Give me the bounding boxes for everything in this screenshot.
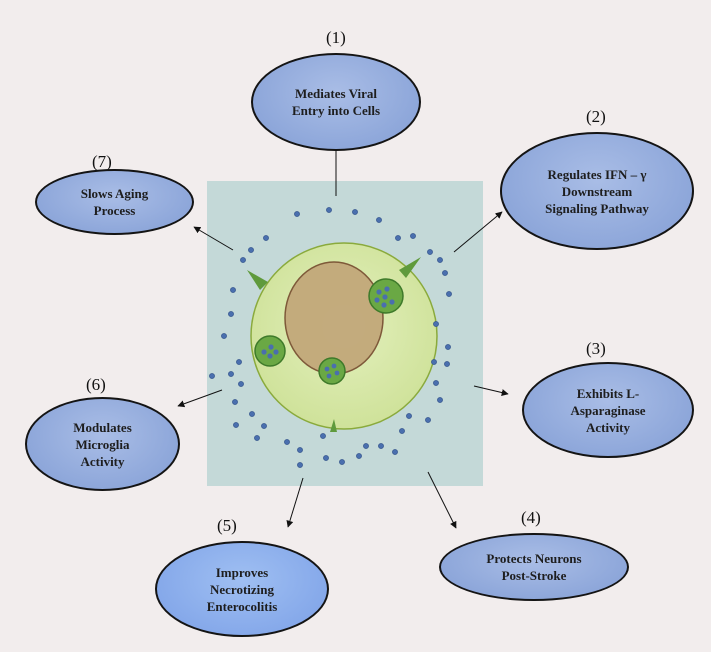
particle-dot <box>248 247 254 253</box>
particle-dot <box>445 344 451 350</box>
particle-dot <box>395 235 401 241</box>
particle-dot <box>352 209 358 215</box>
vesicle <box>254 335 286 367</box>
particle-dot <box>233 422 239 428</box>
particle-dot <box>284 439 290 445</box>
arrow-4 <box>427 471 457 529</box>
particle-dot <box>326 207 332 213</box>
particle-dot <box>376 217 382 223</box>
particle-dot <box>297 462 303 468</box>
particle-dot <box>323 455 329 461</box>
arrow-6 <box>177 389 223 408</box>
particle-dot <box>263 235 269 241</box>
label-number-6: (6) <box>86 375 106 394</box>
particle-dot <box>209 373 215 379</box>
effect-label-2: Regulates IFN – γ Downstream Signaling P… <box>545 166 649 216</box>
arrow-2 <box>453 211 503 253</box>
particle-dot <box>294 211 300 217</box>
particle-dot <box>232 399 238 405</box>
particle-dot <box>444 361 450 367</box>
effect-bubble-4: Protects Neurons Post-Stroke <box>439 533 629 601</box>
effect-label-4: Protects Neurons Post-Stroke <box>486 551 582 583</box>
effect-label-6: Modulates Microglia Activity <box>73 419 132 469</box>
effect-label-5: Improves Necrotizing Enterocolitis <box>206 564 278 614</box>
particle-dot <box>261 423 267 429</box>
particle-dot <box>339 459 345 465</box>
effect-bubble-6: Modulates Microglia Activity <box>25 397 180 491</box>
effect-bubble-2: Regulates IFN – γ Downstream Signaling P… <box>500 132 694 250</box>
particle-dot <box>238 381 244 387</box>
effect-bubble-1: Mediates Viral Entry into Cells <box>251 53 421 151</box>
particle-dot <box>425 417 431 423</box>
effect-label-7: Slows Aging Process <box>80 186 149 218</box>
arrow-7 <box>193 226 234 251</box>
particle-dot <box>406 413 412 419</box>
particle-dot <box>249 411 255 417</box>
label-number-4: (4) <box>521 508 541 527</box>
effect-label-1: Mediates Viral Entry into Cells <box>291 86 381 118</box>
particle-dot <box>431 359 437 365</box>
effect-bubble-5: Improves Necrotizing Enterocolitis <box>155 541 329 637</box>
particle-dot <box>437 397 443 403</box>
nucleus <box>284 261 384 375</box>
particle-dot <box>378 443 384 449</box>
label-number-1: (1) <box>326 28 346 47</box>
particle-dot <box>437 257 443 263</box>
effect-label-3: Exhibits L-Asparaginase Activity <box>570 385 646 435</box>
particle-dot <box>230 287 236 293</box>
particle-dot <box>392 449 398 455</box>
particle-dot <box>254 435 260 441</box>
particle-dot <box>297 447 303 453</box>
particle-dot <box>228 371 234 377</box>
label-number-5: (5) <box>217 516 237 535</box>
particle-dot <box>442 270 448 276</box>
particle-dot <box>399 428 405 434</box>
particle-dot <box>240 257 246 263</box>
membrane-spike <box>399 257 421 278</box>
effect-bubble-7: Slows Aging Process <box>35 169 194 235</box>
particle-dot <box>221 333 227 339</box>
particle-dot <box>433 380 439 386</box>
secreted-particles <box>209 207 452 468</box>
arrow-3 <box>473 385 509 396</box>
particle-dot <box>433 321 439 327</box>
label-number-7: (7) <box>92 152 112 171</box>
vesicle <box>318 357 346 385</box>
particle-dot <box>410 233 416 239</box>
particle-dot <box>236 359 242 365</box>
particle-dot <box>320 433 326 439</box>
arrow-5 <box>286 477 304 528</box>
label-number-2: (2) <box>586 107 606 126</box>
particle-dot <box>228 311 234 317</box>
vesicle <box>368 278 404 314</box>
particle-dot <box>446 291 452 297</box>
membrane-spike <box>330 419 337 432</box>
particle-dot <box>427 249 433 255</box>
label-number-3: (3) <box>586 339 606 358</box>
particle-dot <box>363 443 369 449</box>
particle-dot <box>356 453 362 459</box>
effect-bubble-3: Exhibits L-Asparaginase Activity <box>522 362 694 458</box>
membrane-spike <box>247 270 268 290</box>
